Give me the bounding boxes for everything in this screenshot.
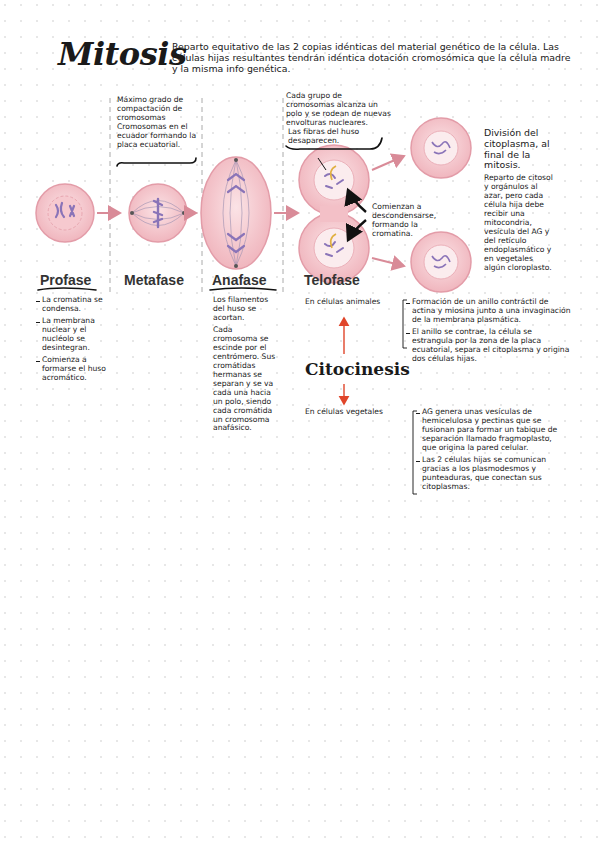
telophase-note: Comienzan a descondensarse, formando la … [372, 203, 444, 239]
page-title: Mitosis [58, 38, 186, 70]
underline-marks [38, 138, 382, 290]
anaphase-note: Cada cromosoma se escinde por el centróm… [213, 326, 279, 433]
phase-arrow [97, 212, 120, 214]
plant-note: Las 2 células hijas se comunican gracias… [422, 456, 567, 492]
telophase-cell [296, 142, 369, 283]
process-label: Citocinesis [305, 361, 410, 378]
phase-arrow [274, 212, 298, 214]
prophase-note: Comienza a formarse el huso acromático. [42, 356, 108, 383]
phase-label: Anafase [212, 273, 266, 287]
phase-arrow [372, 156, 404, 170]
citocinesis-arrow [343, 384, 344, 404]
telophase-note: Cada grupo de cromosomas alcanza un polo… [286, 92, 391, 128]
cell-type-label: En células vegetales [305, 408, 411, 417]
citocinesis-arrow [343, 318, 344, 354]
prophase-cell [36, 184, 94, 242]
metaphase-note: Máximo grado de compactación de cromosom… [117, 96, 197, 150]
intro-note: Reparto equitativo de las 2 copias idént… [172, 42, 572, 74]
telophase-note: Las fibras del huso desaparecen. [288, 128, 383, 146]
phase-label: Profase [40, 273, 91, 287]
phase-arrow [190, 212, 196, 214]
animal-note: Formación de un anillo contráctil de act… [412, 298, 572, 325]
cell-type-label: En células animales [305, 298, 401, 307]
animal-note: El anillo se contrae, la célula se estra… [412, 328, 572, 364]
phase-arrow [372, 258, 404, 266]
prophase-note: La membrana nuclear y el nucléolo se des… [42, 317, 108, 353]
phase-label: Metafase [124, 273, 184, 287]
anaphase-note: Los filamentos del huso se acortan. [213, 296, 279, 323]
cytokinesis-heading: División del citoplasma, al final de la … [484, 128, 554, 171]
pointer-arrow [348, 220, 366, 240]
pointer-arrow [348, 190, 366, 212]
anaphase-cell [201, 157, 271, 269]
plant-note: AG genera unas vesículas de hemicelulosa… [422, 408, 567, 453]
pointer-line [318, 158, 326, 170]
prophase-note: La cromatina se condensa. [42, 296, 108, 314]
phase-label: Telofase [304, 273, 360, 287]
cytokinesis-note: Reparto de citosol y orgánulos al azar, … [484, 174, 556, 272]
metaphase-cell [129, 184, 187, 242]
